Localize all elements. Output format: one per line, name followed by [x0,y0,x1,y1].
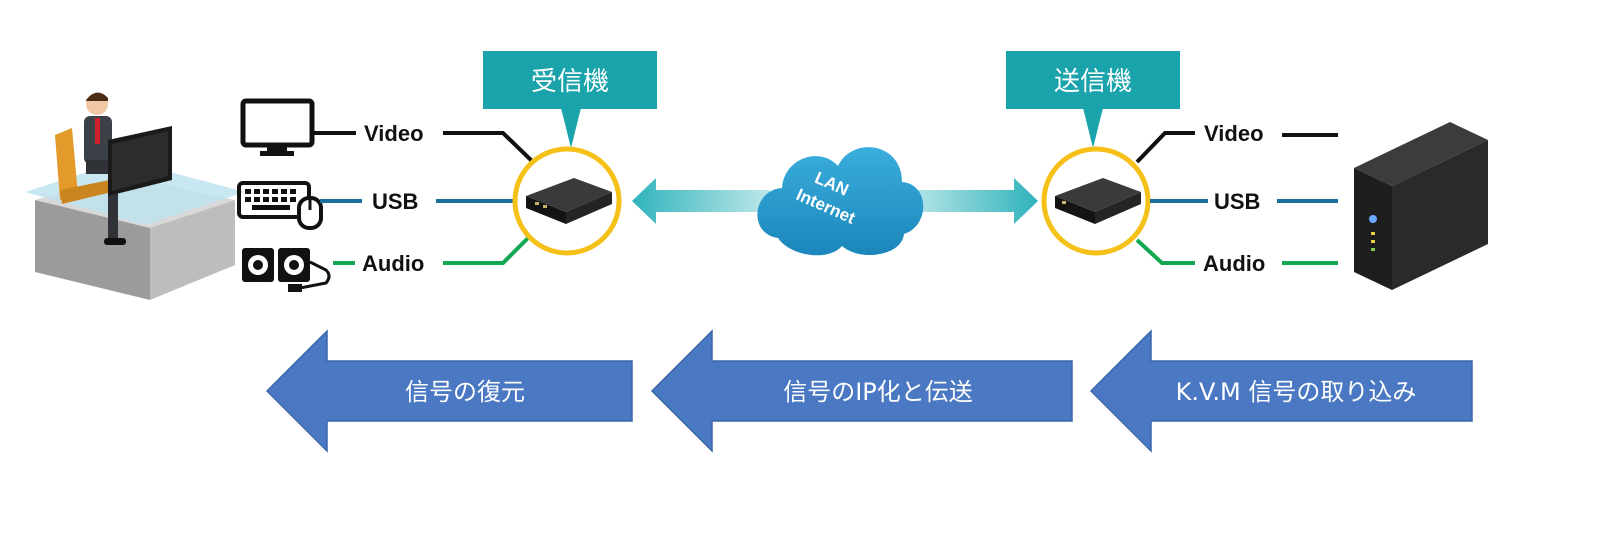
transmitter-usb-label: USB [1214,189,1260,214]
transmitter-callout-text: 送信機 [1054,67,1132,97]
receiver-usb-label: USB [372,189,418,214]
pc-tower-icon [1354,122,1488,290]
flow-arrow-ip-transmit: 信号のIP化と伝送 [650,329,1073,453]
link-arrow-left [632,178,770,224]
speakers-icon [242,248,331,292]
flow-label-capture: K.V.M 信号の取り込み [1176,378,1417,406]
receiver-callout-text: 受信機 [531,67,609,97]
transmitter-callout: 送信機 [1006,51,1180,148]
monitor-icon [240,98,315,156]
cloud-icon: LAN Internet [757,147,924,256]
kvm-extender-icon [512,146,622,256]
flow-label-restore: 信号の復元 [405,378,525,406]
receiver-video-label: Video [364,121,424,146]
flow-label-ip-transmit: 信号のIP化と伝送 [783,378,973,406]
link-arrow-right [905,178,1038,224]
keyboard-mouse-icon [237,181,323,230]
flow-arrow-restore: 信号の復元 [265,329,633,453]
flow-arrow-capture: K.V.M 信号の取り込み [1089,329,1473,453]
receiver-callout: 受信機 [483,51,657,148]
user-at-desk-icon [25,92,245,300]
kvm-extender-icon [1041,146,1151,256]
transmitter-audio-label: Audio [1203,251,1265,276]
transmitter-video-label: Video [1204,121,1264,146]
receiver-audio-label: Audio [362,251,424,276]
